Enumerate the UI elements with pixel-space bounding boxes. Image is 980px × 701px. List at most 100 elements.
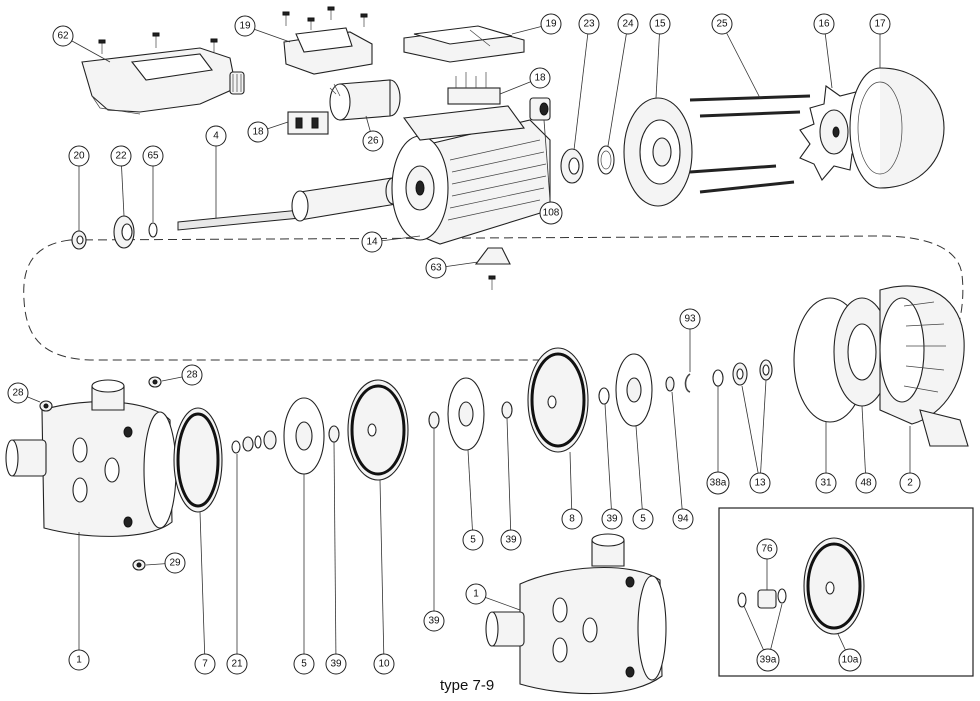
callout-label-31: 31 (820, 478, 832, 489)
callout-24: 24 (617, 13, 639, 35)
leader-39b (506, 417, 512, 541)
callout-label-65: 65 (147, 151, 159, 162)
callout-label-8: 8 (569, 514, 575, 525)
callout-8: 8 (561, 508, 583, 530)
callout-label-26: 26 (367, 136, 379, 147)
diffuser-5-right (615, 353, 653, 427)
callout-23: 23 (578, 13, 600, 35)
callout-label-7: 7 (202, 659, 208, 670)
callout-94: 94 (672, 508, 694, 530)
callout-28a: 28 (181, 364, 203, 386)
callout-63: 63 (425, 257, 447, 279)
callout-label-39c: 39 (330, 659, 342, 670)
washer-39-right (501, 401, 513, 419)
callout-label-39aa: 39a (760, 655, 777, 666)
callout-label-5b: 5 (470, 535, 476, 546)
callout-39aa: 39a (756, 648, 780, 672)
leader-extra (759, 379, 767, 484)
callout-label-38a: 38a (710, 478, 727, 489)
washer-38a (712, 369, 724, 387)
callout-93: 93 (679, 308, 701, 330)
callout-1b: 1 (68, 649, 90, 671)
callout-17: 17 (869, 13, 891, 35)
seal-housing-48 (833, 297, 891, 407)
leader-24 (607, 23, 629, 147)
callout-16: 16 (813, 13, 835, 35)
leader-10 (379, 479, 385, 665)
callout-29: 29 (164, 552, 186, 574)
callout-39c: 39 (325, 653, 347, 675)
pump-bracket-2 (879, 285, 969, 447)
pump-casing-1-bottom (485, 533, 667, 695)
leader-25 (721, 23, 761, 99)
fan-cover-17 (849, 67, 945, 189)
leader-39c (333, 441, 337, 665)
callout-label-39b: 39 (505, 535, 517, 546)
callout-label-1b: 1 (76, 655, 82, 666)
callout-label-16: 16 (818, 19, 830, 30)
terminal-box-62 (81, 32, 245, 115)
callout-4: 4 (205, 125, 227, 147)
callout-13: 13 (749, 472, 771, 494)
leader-23 (573, 23, 590, 151)
callout-25: 25 (711, 13, 733, 35)
callout-label-19a: 19 (239, 21, 251, 32)
callout-18a: 18 (529, 67, 551, 89)
callout-39b: 39 (500, 529, 522, 551)
callout-2: 2 (899, 472, 921, 494)
callout-label-22: 22 (115, 151, 127, 162)
callout-21: 21 (226, 653, 248, 675)
caption-type-7-9: type 7-9 (440, 677, 494, 694)
seal-13 (732, 359, 773, 386)
leader-7 (199, 511, 206, 665)
callout-10a: 10a (838, 648, 862, 672)
capacitor-26 (329, 79, 401, 121)
callout-label-25: 25 (716, 19, 728, 30)
callout-label-14: 14 (366, 237, 378, 248)
plug-28-left (39, 400, 53, 412)
gland-108 (529, 97, 551, 121)
callout-22: 22 (110, 145, 132, 167)
callout-label-4: 4 (213, 131, 219, 142)
callout-label-39a: 39 (606, 514, 618, 525)
nut-washer-21 (231, 430, 277, 454)
plate-7 (173, 407, 223, 513)
rotor-shaft-4 (177, 177, 421, 231)
callout-label-76: 76 (761, 544, 773, 555)
pump-casing-1-left (5, 379, 177, 537)
stage-chamber-10 (347, 379, 409, 481)
callout-14: 14 (361, 231, 383, 253)
callout-20: 20 (68, 145, 90, 167)
callout-label-93: 93 (684, 314, 696, 325)
end-shield-15 (623, 97, 693, 207)
callout-label-18b: 18 (252, 127, 264, 138)
callout-48: 48 (855, 472, 877, 494)
callout-label-28a: 28 (186, 370, 198, 381)
foot-63 (474, 247, 511, 290)
washer-94 (665, 376, 675, 392)
diffuser-5-left (283, 397, 325, 475)
callout-19a: 19 (234, 15, 256, 37)
washer-39-left (328, 425, 340, 443)
callout-label-63: 63 (430, 263, 442, 274)
cover-19-left (282, 6, 373, 75)
callout-label-17: 17 (874, 19, 886, 30)
callout-label-48: 48 (860, 478, 872, 489)
stage-chamber-8 (527, 347, 610, 453)
callout-label-23: 23 (583, 19, 595, 30)
callout-7: 7 (194, 653, 216, 675)
callout-label-20: 20 (73, 151, 85, 162)
callout-5b: 5 (462, 529, 484, 551)
callout-label-94: 94 (677, 514, 689, 525)
plug-29 (132, 559, 146, 571)
callout-18b: 18 (247, 121, 269, 143)
callout-26: 26 (362, 130, 384, 152)
callout-65: 65 (142, 145, 164, 167)
inset-panel (718, 507, 974, 677)
leader-16 (823, 23, 833, 89)
plug-28-top (148, 376, 162, 388)
callout-label-5c: 5 (301, 659, 307, 670)
callout-label-19b: 19 (545, 19, 557, 30)
callout-label-28b: 28 (12, 388, 24, 399)
